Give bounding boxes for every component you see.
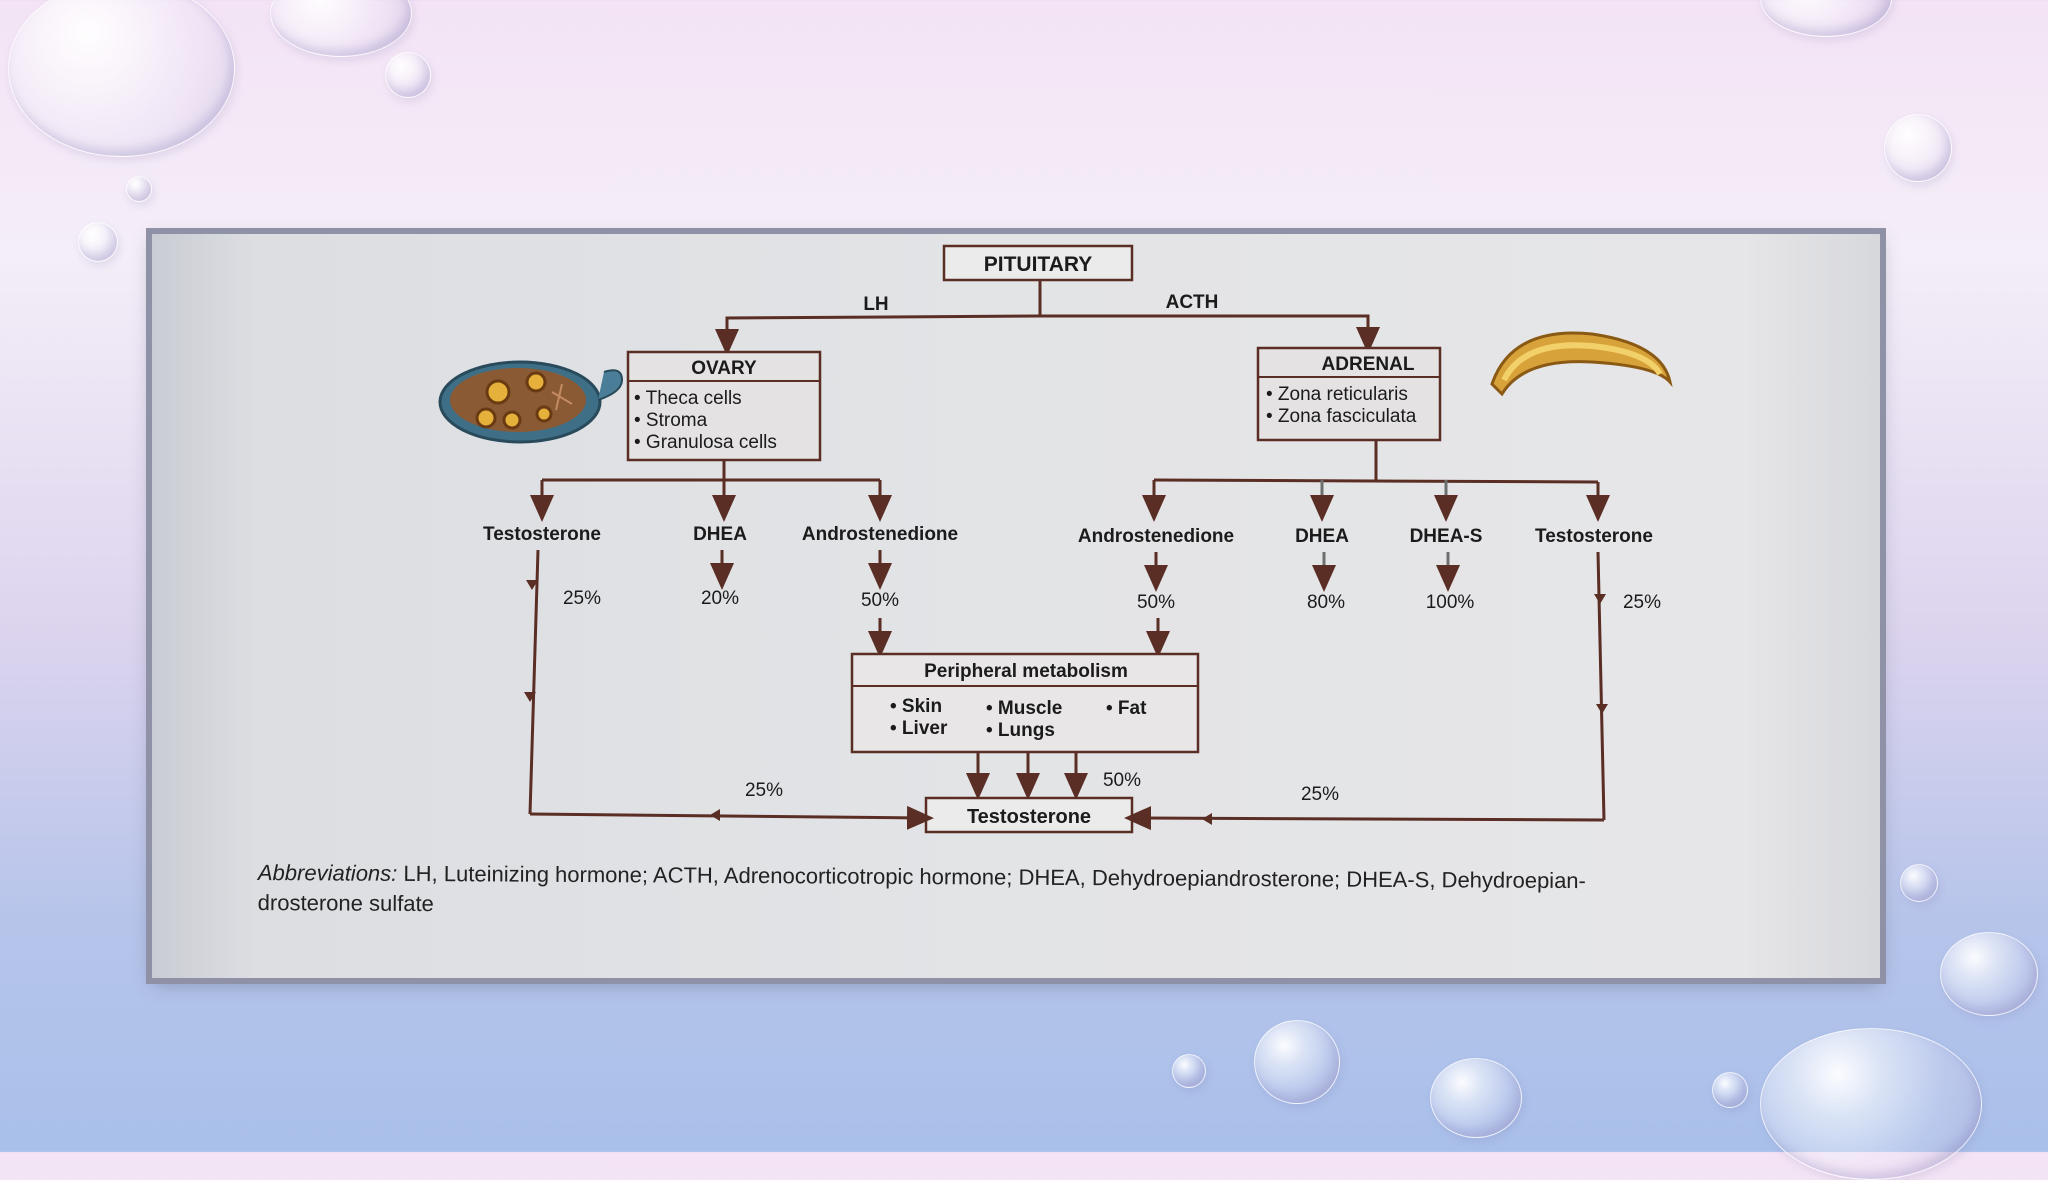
adrenal-testosterone-line [1596,551,1606,821]
acth-label: ACTH [1166,292,1219,313]
water-drop [126,176,152,202]
adrenal-product-label: Androstenedione [1078,526,1234,547]
water-drop [1940,932,2038,1016]
ovary-product-label: DHEA [693,524,747,545]
left-feed-pct: 25% [745,780,783,801]
hormone-flow-diagram: PITUITARY LH ACTH OVARY • Theca cells [438,244,1673,834]
peripheral-site: • Muscle [986,698,1062,719]
textbook-photo: PITUITARY LH ACTH OVARY • Theca cells [152,234,1880,978]
water-drop [1900,864,1938,902]
peripheral-metabolism-box [850,652,1200,754]
adrenal-item: • Zona fasciculata [1266,406,1417,427]
ovary-testosterone-line [528,549,540,815]
water-drop [1712,1072,1748,1108]
peripheral-site: • Fat [1106,698,1147,719]
peripheral-site: • Skin [890,696,942,717]
water-drop [1254,1020,1340,1104]
water-drop [78,222,118,262]
adrenal-product-label: DHEA [1295,526,1349,547]
ovary-item: • Granulosa cells [634,432,777,453]
testosterone-label: Testosterone [967,806,1091,828]
peripheral-title: Peripheral metabolism [924,661,1128,682]
adrenal-item: • Zona reticularis [1266,384,1408,405]
peripheral-site: • Liver [890,718,948,739]
water-drop [1884,114,1952,182]
water-drop [1430,1058,1522,1138]
water-drop [385,52,431,98]
adrenal-pct: 100% [1426,592,1475,613]
water-drop [8,0,235,157]
ovary-pct: 25% [563,588,601,609]
water-drop [1172,1054,1206,1088]
water-drop [1760,0,1892,37]
adrenal-pct: 25% [1623,592,1661,613]
ovary-pct: 50% [861,590,899,611]
ovary-illustration [438,360,624,444]
water-drop [1760,1028,1982,1180]
adrenal-stem [1153,440,1599,484]
abbreviations-text: LH, Luteinizing hormone; ACTH, Adrenocor… [403,860,1586,894]
ovary-stem [542,460,880,482]
adrenal-product-label: DHEA-S [1410,526,1483,547]
peripheral-pct: 50% [1103,770,1141,791]
ovary-item: • Stroma [634,410,708,431]
pituitary-box [942,244,1134,282]
ovary-item: • Theca cells [634,388,742,409]
adrenal-title: ADRENAL [1322,354,1415,375]
adrenal-pct: 50% [1137,592,1175,613]
lh-label: LH [863,294,888,315]
lh-arrow [715,314,1041,356]
right-feed-arrow [1124,806,1605,831]
abbreviations-caption: Abbreviations: LH, Luteinizing hormone; … [258,858,1858,928]
ovary-box [626,350,822,462]
ovary-product-label: Testosterone [483,524,601,545]
pituitary-label: PITUITARY [984,253,1093,276]
ovary-pct: 20% [701,588,739,609]
abbreviations-label: Abbreviations: [257,859,398,886]
ovary-product-label: Androstenedione [802,524,958,545]
adrenal-product-label: Testosterone [1535,526,1653,547]
adrenal-pct: 80% [1307,592,1345,613]
adrenal-box [1256,346,1442,442]
ovary-title: OVARY [691,358,757,379]
abbreviations-text-continued: drosterone sulfate [257,889,434,917]
adrenal-illustration [1490,331,1673,397]
left-feed-arrow [529,805,934,830]
peripheral-site: • Lungs [986,720,1055,741]
acth-arrow [1040,314,1380,354]
water-drop [270,0,412,57]
right-feed-pct: 25% [1301,784,1339,805]
